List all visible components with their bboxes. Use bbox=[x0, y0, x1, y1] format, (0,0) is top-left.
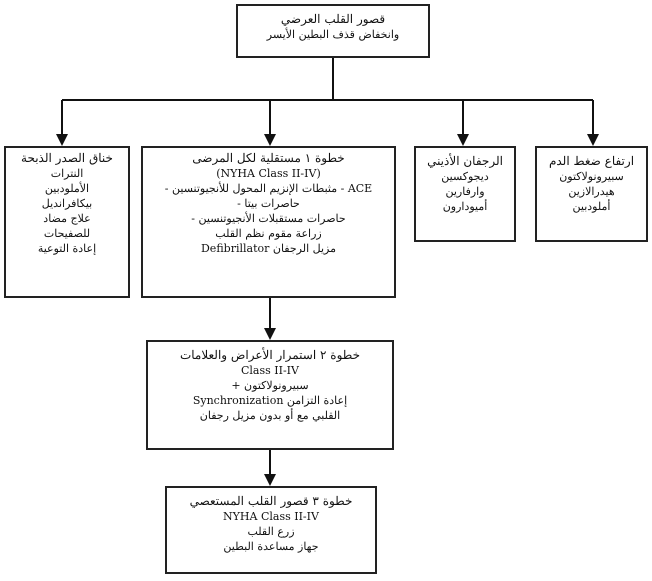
angina-item: إعادة التوعية bbox=[37, 242, 97, 255]
angina-box: خناق الصدر الذبحة النترات الأملودبين بيك… bbox=[4, 146, 130, 298]
angina-item: علاج مضاد bbox=[43, 212, 91, 225]
step1-box: خطوة ١ مستقلية لكل المرضى (NYHA Class II… bbox=[141, 146, 396, 298]
step1-item: حاصرات مستقبلات الأنجيوتنسين - bbox=[191, 212, 346, 225]
hypertension-box: ارتفاع ضغط الدم سبيرونولاكتون هيدرالازين… bbox=[535, 146, 648, 242]
hypertension-item: سبيرونولاكتون bbox=[559, 170, 624, 183]
atrial-fibrillation-box: الرجفان الأذيني ديجوكسين وارفارين أميودا… bbox=[414, 146, 516, 242]
step2-item: إعادة التزامن Synchronization bbox=[192, 394, 348, 407]
step3-item: جهاز مساعدة البطين bbox=[223, 540, 319, 553]
step3-title: خطوة ٣ قصور القلب المستعصي bbox=[189, 494, 353, 508]
step1-item: (NYHA Class II-IV) bbox=[216, 167, 321, 180]
af-item: وارفارين bbox=[445, 185, 485, 198]
angina-item: للصفيحات bbox=[43, 227, 91, 240]
step2-item: القلبي مع أو بدون مزيل رجفان bbox=[199, 409, 341, 422]
step3-item: NYHA Class II-IV bbox=[223, 510, 319, 523]
angina-title: خناق الصدر الذبحة bbox=[21, 151, 113, 165]
hypertension-title: ارتفاع ضغط الدم bbox=[548, 154, 635, 168]
hypertension-item: أملودبين bbox=[572, 200, 611, 213]
step2-item: Class II-IV bbox=[241, 364, 299, 377]
step1-item: مزيل الرجفان Defibrillator bbox=[200, 242, 336, 255]
hypertension-item: هيدرالازين bbox=[568, 185, 615, 198]
step1-item: حاصرات بيتا - bbox=[237, 197, 300, 210]
af-title: الرجفان الأذيني bbox=[427, 154, 503, 168]
top-box-symptomatic-heart-failure: قصور القلب العرضي وانخفاض قذف البطين الأ… bbox=[236, 4, 430, 58]
step3-item: زرع القلب bbox=[247, 525, 295, 538]
angina-item: بيكافرانديل bbox=[41, 197, 93, 210]
step3-box: خطوة ٣ قصور القلب المستعصي NYHA Class II… bbox=[165, 486, 377, 574]
step1-item: زراعة مقوم نظم القلب bbox=[215, 227, 322, 240]
top-box-line-1: قصور القلب العرضي bbox=[280, 12, 386, 26]
af-item: أميودارون bbox=[442, 200, 488, 213]
af-item: ديجوكسين bbox=[441, 170, 489, 183]
step2-box: خطوة ٢ استمرار الأعراض والعلامات Class I… bbox=[146, 340, 394, 450]
top-box-line-2: وانخفاض قذف البطين الأيسر bbox=[266, 28, 400, 41]
angina-item: النترات bbox=[50, 167, 84, 180]
step1-item: ACE - مثبطات الإنزيم المحول للأنجيوتنسين… bbox=[164, 182, 373, 195]
step1-title: خطوة ١ مستقلية لكل المرضى bbox=[192, 151, 345, 165]
angina-item: الأملودبين bbox=[44, 182, 90, 195]
step2-item: سبيرونولاكتون + bbox=[231, 379, 309, 392]
step2-title: خطوة ٢ استمرار الأعراض والعلامات bbox=[179, 348, 361, 362]
